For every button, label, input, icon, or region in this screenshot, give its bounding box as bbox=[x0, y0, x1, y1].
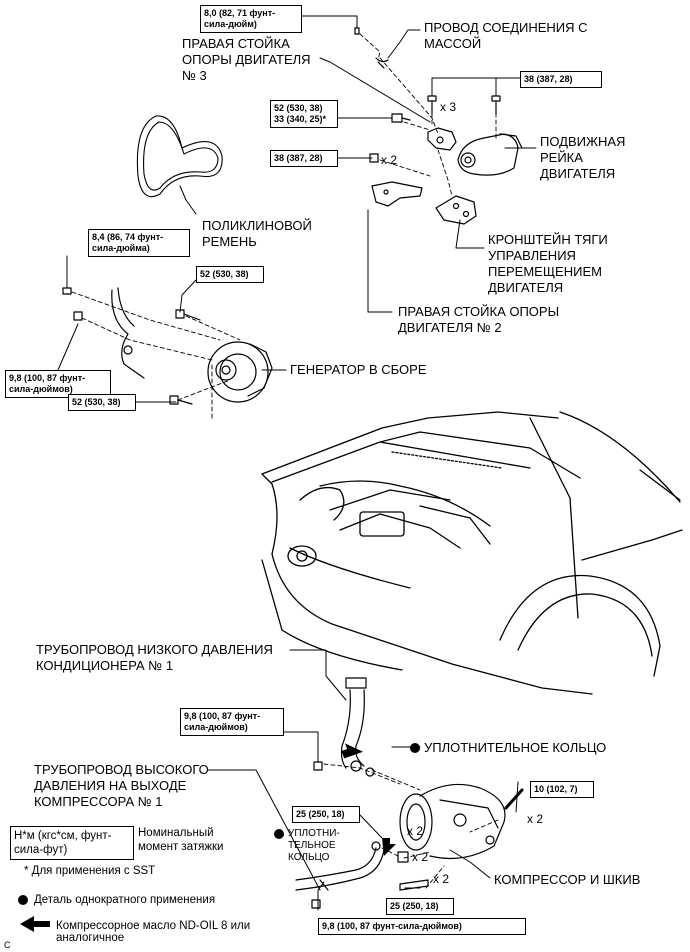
label-movable-rail: ПОДВИЖНАЯ РЕЙКА ДВИГАТЕЛЯ bbox=[540, 134, 626, 181]
torque-box-9-8-c: 9,8 (100, 87 фунт-сила-дюймов) bbox=[318, 918, 526, 935]
multiplier-x3: x 3 bbox=[440, 100, 457, 114]
v-belt-drawing bbox=[136, 115, 223, 198]
label-o-ring-1: УПЛОТНИТЕЛЬНОЕ КОЛЬЦО bbox=[424, 740, 607, 755]
label-compressor: КОМПРЕССОР И ШКИВ bbox=[494, 872, 641, 887]
torque-box-10: 10 (102, 7) bbox=[530, 781, 594, 798]
legend-sst-note: * Для применения с SST bbox=[24, 865, 156, 877]
corner-mark: C bbox=[4, 940, 11, 950]
dashed-lines bbox=[71, 33, 499, 889]
label-low-pressure-pipe: ТРУБОПРОВОД НИЗКОГО ДАВЛЕНИЯ КОНДИЦИОНЕР… bbox=[36, 642, 273, 673]
legend-unit-box: Н*м (кгс*см, фунт- сила-фут) bbox=[10, 826, 134, 860]
torque-box-52-33: 52 (530, 38) 33 (340, 25)* bbox=[270, 100, 338, 128]
multiplier-x2-b: x 2 bbox=[407, 824, 424, 838]
single-use-dot-o-ring-1 bbox=[410, 743, 420, 753]
alternator-hardware bbox=[62, 287, 201, 405]
torque-box-38-top: 38 (387, 28) bbox=[520, 71, 602, 88]
label-o-ring-2: УПЛОТНИ- ТЕЛЬНОЕ КОЛЬЦО bbox=[288, 828, 340, 863]
label-alternator: ГЕНЕРАТОР В СБОРЕ bbox=[290, 362, 427, 377]
label-bracket: КРОНШТЕЙН ТЯГИ УПРАВЛЕНИЯ ПЕРЕМЕЩЕНИЕМ Д… bbox=[488, 232, 608, 295]
torque-box-8-0: 8,0 (82, 71 фунт- сила-дюйм) bbox=[200, 5, 302, 33]
compressor-drawing bbox=[397, 783, 524, 891]
torque-box-52-mid: 52 (530, 38) bbox=[196, 266, 264, 283]
low-pressure-pipe-drawing bbox=[340, 677, 367, 772]
bracket-drawing bbox=[435, 195, 477, 225]
car-drawing bbox=[261, 411, 683, 695]
legend-unit-description: Номинальный момент затяжки bbox=[138, 827, 224, 853]
high-pressure-pipe-drawing bbox=[295, 847, 385, 909]
alternator-drawing bbox=[207, 341, 273, 403]
multiplier-x2-d: x 2 bbox=[412, 850, 429, 864]
misc-bolts bbox=[313, 761, 323, 771]
ground-wire-drawing bbox=[354, 27, 389, 69]
leader-lines bbox=[57, 15, 537, 911]
mount-3-drawing bbox=[427, 127, 457, 151]
single-use-dot-o-ring-2 bbox=[274, 829, 284, 839]
torque-box-9-8-a: 9,8 (100, 87 фунт- сила-дюймов) bbox=[5, 370, 111, 398]
legend-oil-note: Компрессорное масло ND-OIL 8 или аналоги… bbox=[56, 920, 251, 944]
legend-single-use: Деталь однократного применения bbox=[34, 894, 216, 906]
torque-box-8-4: 8,4 (86, 74 фунт- сила-дюйма) bbox=[88, 229, 190, 257]
multiplier-x2-a: x 2 bbox=[381, 153, 398, 167]
torque-box-25-a: 25 (250, 18) bbox=[292, 806, 360, 823]
label-high-pressure-pipe: ТРУБОПРОВОД ВЫСОКОГО ДАВЛЕНИЯ НА ВЫХОДЕ … bbox=[34, 762, 209, 809]
label-v-belt: ПОЛИКЛИНОВОЙ РЕМЕНЬ bbox=[202, 218, 312, 249]
torque-box-52-low: 52 (530, 38) bbox=[68, 394, 136, 411]
multiplier-x2-c: x 2 bbox=[527, 812, 544, 826]
oil-arrows bbox=[20, 743, 396, 932]
o-rings-drawing bbox=[365, 767, 381, 851]
legend-single-use-dot bbox=[18, 895, 28, 905]
label-right-mount-2: ПРАВАЯ СТОЙКА ОПОРЫ ДВИГАТЕЛЯ № 2 bbox=[398, 304, 560, 335]
bolts-top bbox=[369, 95, 501, 163]
multiplier-x2-e: x 2 bbox=[433, 872, 450, 886]
label-right-mount-3: ПРАВАЯ СТОЙКА ОПОРЫ ДВИГАТЕЛЯ № 3 bbox=[182, 36, 311, 83]
label-ground-wire: ПРОВОД СОЕДИНЕНИЯ С МАССОЙ bbox=[424, 20, 588, 51]
mount-2-drawing bbox=[371, 181, 423, 207]
torque-box-38-left: 38 (387, 28) bbox=[270, 150, 338, 167]
movable-rail-drawing bbox=[457, 133, 523, 176]
torque-box-9-8-b: 9,8 (100, 87 фунт- сила-дюймов) bbox=[180, 708, 284, 736]
torque-box-25-b: 25 (250, 18) bbox=[386, 898, 454, 915]
